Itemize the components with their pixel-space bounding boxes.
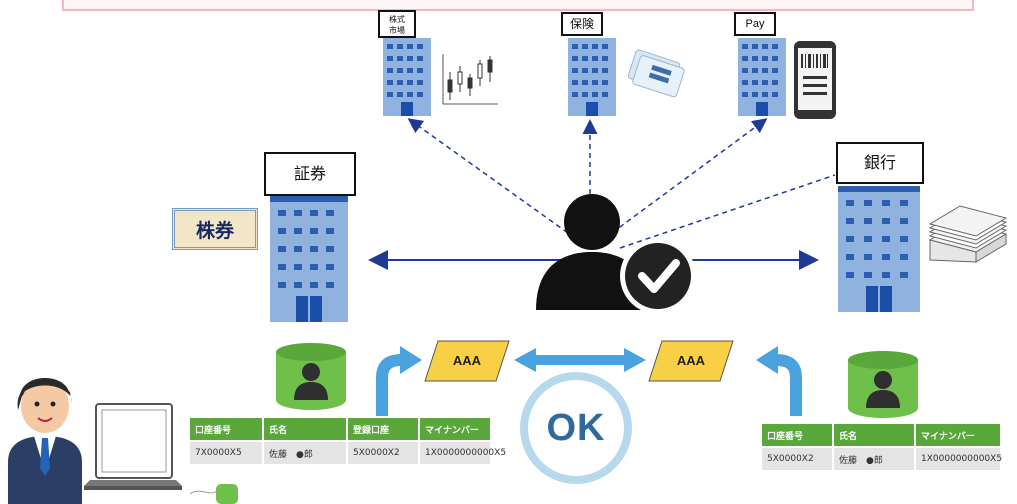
left-record-tag: AAA bbox=[424, 340, 510, 382]
cash-stack-icon bbox=[928, 205, 1008, 263]
right-database-icon bbox=[848, 351, 918, 418]
bank-building-icon bbox=[838, 186, 920, 312]
table-header-cell: 口座番号 bbox=[762, 424, 832, 446]
double-arrow-icon bbox=[514, 348, 646, 372]
left-account-table: 口座番号 氏名 登録口座 マイナンバー 7X0000X5 佐藤 ●郎 5X000… bbox=[190, 418, 506, 466]
table-data-cell: 5X0000X2 bbox=[762, 448, 832, 470]
dashed-line-pay bbox=[604, 118, 768, 239]
right-curved-arrow-icon bbox=[756, 346, 802, 416]
stock-exchange-label-line1: 株式 bbox=[389, 15, 405, 24]
table-header-cell: 登録口座 bbox=[348, 418, 418, 440]
top-banner bbox=[62, 0, 974, 11]
stock-exchange-sign: 株式 市場 bbox=[378, 10, 416, 38]
insurance-building-icon bbox=[568, 38, 616, 116]
table-header-cell: 口座番号 bbox=[190, 418, 262, 440]
insurance-cards-icon bbox=[627, 49, 685, 98]
left-database-icon bbox=[276, 343, 346, 410]
laptop-icon bbox=[84, 403, 182, 490]
stock-exchange-building-icon bbox=[383, 38, 431, 116]
right-record-tag: AAA bbox=[648, 340, 734, 382]
smartphone-icon bbox=[794, 41, 836, 119]
table-data-cell: 1X0000000000X5 bbox=[420, 442, 506, 464]
table-header-cell: マイナンバー bbox=[420, 418, 490, 440]
securities-sign: 証券 bbox=[264, 152, 356, 196]
stock-certificate-text: 株券 bbox=[195, 219, 234, 242]
table-header-cell: 氏名 bbox=[834, 424, 914, 446]
pay-building-icon bbox=[738, 38, 786, 116]
table-header-cell: マイナンバー bbox=[916, 424, 1000, 446]
table-data-cell: 5X0000X2 bbox=[348, 442, 418, 464]
bank-sign: 銀行 bbox=[836, 142, 924, 184]
right-account-table: 口座番号 氏名 マイナンバー 5X0000X2 佐藤 ●郎 1X00000000… bbox=[762, 424, 1002, 472]
table-data-cell: 佐藤 ●郎 bbox=[834, 448, 914, 470]
dashed-line-stock bbox=[407, 118, 576, 239]
insurance-sign: 保険 bbox=[561, 12, 603, 36]
customer-avatar bbox=[8, 378, 82, 504]
dashed-line-bank bbox=[619, 174, 836, 249]
verified-person-icon bbox=[536, 194, 696, 314]
stock-certificate: 株券 bbox=[172, 208, 258, 250]
left-record-tag-label: AAA bbox=[452, 353, 482, 368]
table-header-cell: 氏名 bbox=[264, 418, 346, 440]
pay-sign: Pay bbox=[734, 12, 776, 36]
ok-result-text: OK bbox=[546, 406, 606, 449]
table-data-cell: 佐藤 ●郎 bbox=[264, 442, 346, 464]
table-data-cell: 7X0000X5 bbox=[190, 442, 262, 464]
securities-building-icon bbox=[270, 196, 348, 322]
table-data-cell: 1X0000000000X5 bbox=[916, 448, 1002, 470]
candlestick-chart-icon bbox=[442, 54, 498, 105]
left-curved-arrow-icon bbox=[376, 346, 422, 416]
right-record-tag-label: AAA bbox=[676, 353, 706, 368]
ok-result-badge: OK bbox=[520, 372, 632, 484]
mouse-icon bbox=[190, 484, 238, 504]
stock-exchange-label-line2: 市場 bbox=[389, 26, 405, 35]
checkmark-badge-icon bbox=[625, 243, 691, 309]
